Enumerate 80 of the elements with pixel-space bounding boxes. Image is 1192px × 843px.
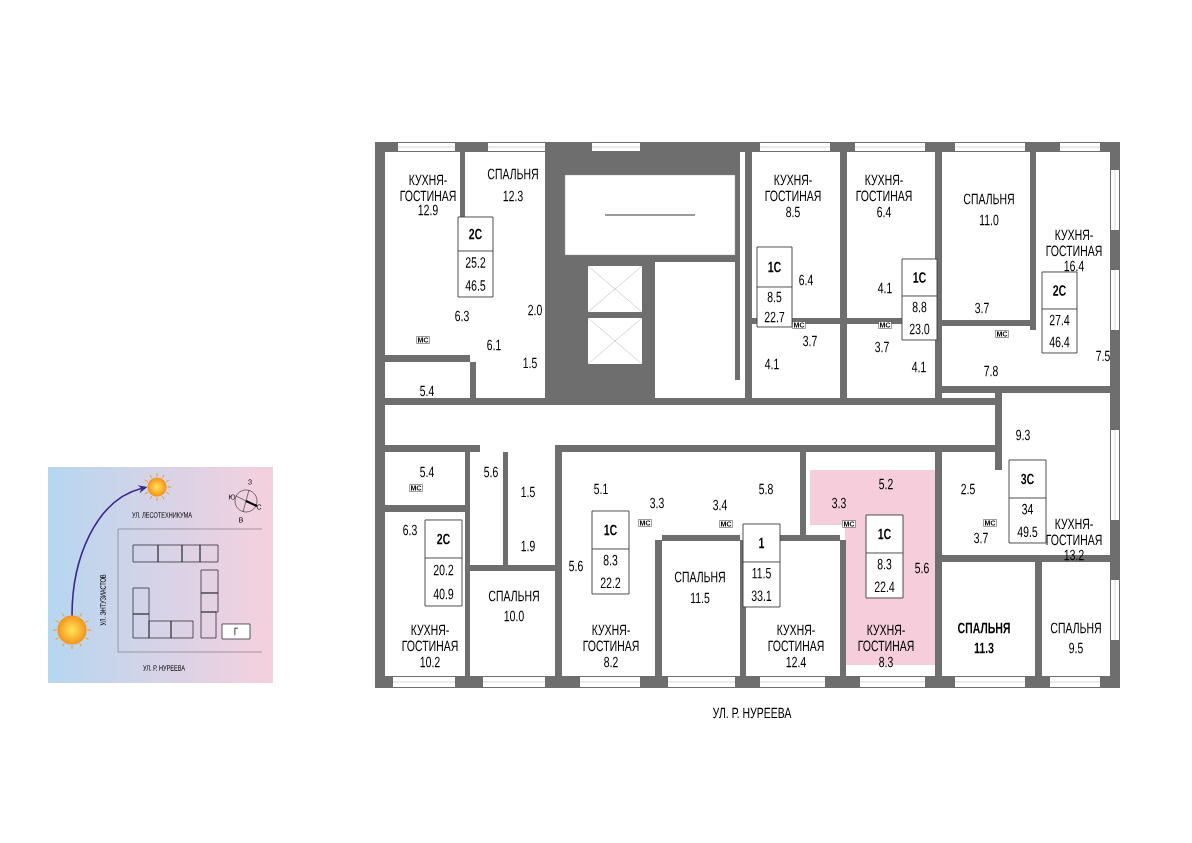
- room-area: 13.2: [1064, 549, 1084, 561]
- apartment-badge: 2С 27.4 46.4: [1041, 271, 1078, 354]
- building-block: [132, 587, 150, 615]
- room-area: 11.0: [980, 214, 999, 226]
- room-area: 5.4: [420, 466, 434, 478]
- room-name: КУХНЯ- ГОСТИНАЯ: [583, 624, 639, 652]
- room-name: СПАЛЬНЯ: [488, 590, 539, 602]
- room-name: СПАЛЬНЯ: [1050, 622, 1101, 634]
- room-area: 12.9: [418, 204, 438, 216]
- street-name: УЛ. Р. НУРЕЕВА: [143, 665, 185, 671]
- building-block: [148, 620, 172, 639]
- room-name: СПАЛЬНЯ: [963, 193, 1014, 205]
- building-block: [132, 544, 159, 563]
- room-name: КУХНЯ- ГОСТИНАЯ: [768, 624, 824, 652]
- room-area: 4.1: [911, 361, 926, 373]
- room-area: 5.6: [484, 466, 498, 478]
- apartment-badge: 2С 20.2 40.9: [424, 519, 463, 607]
- room-area: 8.3: [879, 656, 893, 668]
- room-area: 6.4: [877, 206, 891, 218]
- room-area: 10.2: [420, 656, 440, 668]
- room-area: 6.1: [487, 339, 501, 351]
- room-area: 3.7: [875, 341, 889, 353]
- room-name: КУХНЯ- ГОСТИНАЯ: [402, 624, 458, 652]
- room-name: СПАЛЬНЯ: [958, 622, 1010, 634]
- room-name: КУХНЯ- ГОСТИНАЯ: [856, 174, 912, 202]
- room-area: 4.1: [764, 358, 779, 370]
- room-area: 1.5: [523, 357, 537, 369]
- room-area: 12.4: [786, 656, 806, 668]
- room-name: СПАЛЬНЯ: [674, 571, 725, 583]
- room-area: 1.5: [521, 486, 535, 498]
- room-area: 7.5: [1096, 350, 1110, 362]
- street-name: УЛ. Р. НУРЕЕВА: [712, 707, 792, 719]
- apartment-badge: 3С 34 49.5: [1008, 459, 1047, 544]
- building-block: [200, 592, 219, 613]
- room-area: 3.3: [650, 497, 664, 509]
- building-block: [132, 613, 150, 639]
- building-block: [170, 620, 194, 639]
- room-area: 8.2: [604, 656, 618, 668]
- apartment-badge: 1 11.5 33.1: [742, 523, 781, 608]
- room-name: 11.3: [974, 642, 994, 654]
- room-area: 3.3: [832, 497, 846, 509]
- room-name: КУХНЯ- ГОСТИНАЯ: [400, 174, 456, 202]
- room-name: СПАЛЬНЯ: [487, 168, 538, 180]
- apartment-badge: 1С 8.5 22.7: [756, 246, 793, 328]
- room-area: 5.8: [759, 483, 773, 495]
- room-name: КУХНЯ- ГОСТИНАЯ: [858, 624, 914, 652]
- room-area: 12.3: [503, 190, 523, 202]
- building-block: [181, 544, 201, 563]
- room-area: 16.4: [1064, 260, 1084, 272]
- room-area: 3.7: [803, 335, 817, 347]
- room-area: 2.5: [961, 483, 975, 495]
- room-area: 10.0: [504, 610, 524, 622]
- room-area: 3.7: [974, 532, 988, 544]
- building-block: [157, 544, 183, 563]
- room-area: 8.5: [786, 206, 800, 218]
- apartment-badge: 1С 8.8 23.0: [901, 258, 938, 341]
- room-area: 7.8: [984, 365, 998, 377]
- room-area: 3.4: [713, 499, 727, 511]
- building-block: Г: [221, 623, 251, 640]
- room-area: 9.3: [1016, 429, 1030, 441]
- street-name: УЛ. ЭНТУЗИАСТОВ: [100, 574, 106, 626]
- building-block: [200, 569, 219, 594]
- apartment-badge: 2С 25.2 46.5: [457, 216, 494, 298]
- room-area: 9.5: [1069, 642, 1083, 654]
- room-area: 2.0: [528, 304, 542, 316]
- room-area: 1.9: [521, 540, 535, 552]
- room-name: КУХНЯ- ГОСТИНАЯ: [1046, 518, 1102, 546]
- room-area: 5.2: [879, 478, 893, 490]
- building-block: [200, 611, 217, 639]
- room-name: КУХНЯ- ГОСТИНАЯ: [765, 174, 821, 202]
- apartment-badge: 1С 8.3 22.2: [591, 510, 630, 595]
- sun-picture: [142, 472, 172, 502]
- apartment-badge: 1С 8.3 22.4: [865, 514, 904, 599]
- room-area: 11.5: [691, 592, 710, 604]
- room-name: КУХНЯ- ГОСТИНАЯ: [1046, 229, 1102, 257]
- room-area: 3.7: [975, 302, 989, 314]
- building-block: [199, 544, 219, 563]
- room-area: 5.1: [594, 483, 608, 495]
- room-area: 6.3: [455, 310, 469, 322]
- room-area: 5.4: [420, 385, 434, 397]
